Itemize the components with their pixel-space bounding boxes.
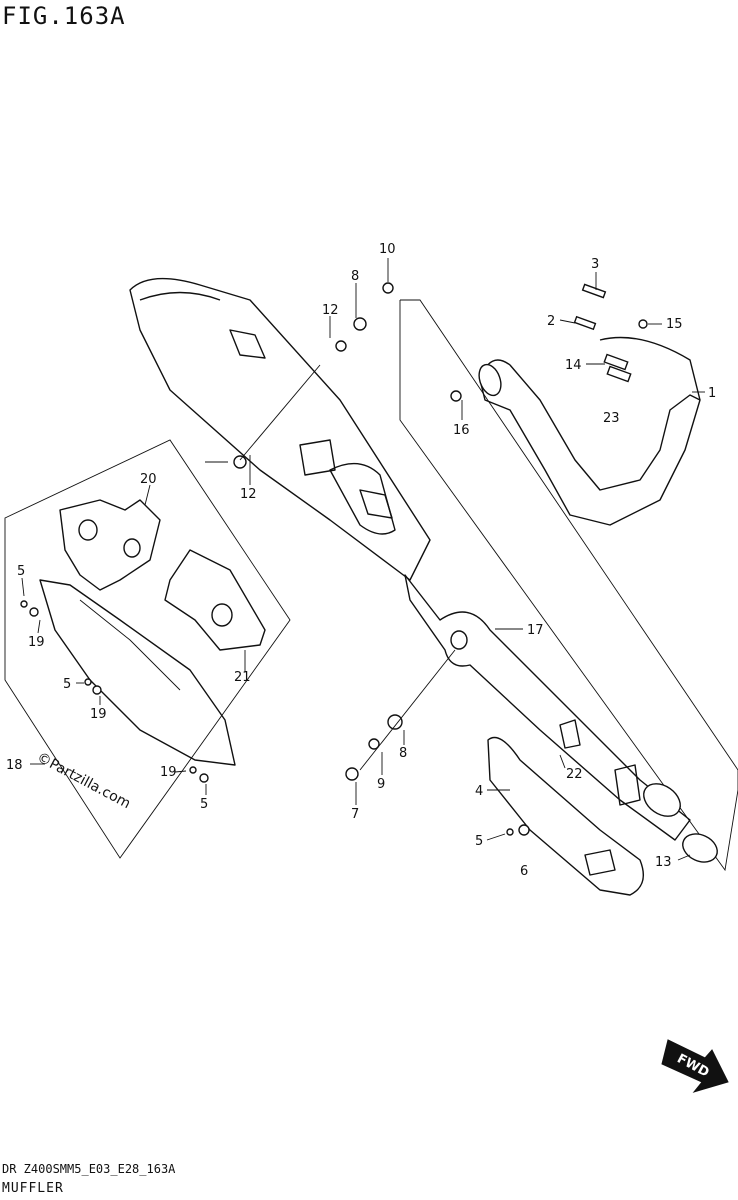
callout-4: 4 [475,784,483,799]
heat-shield-18 [39,579,236,766]
heat-shield-group-outline [4,439,291,859]
callout-19b: 19 [90,707,107,722]
callout-21: 21 [234,670,251,685]
callout-20: 20 [140,472,157,487]
callout-7: 7 [351,807,359,822]
callout-10: 10 [379,242,396,257]
callout-23: 23 [603,411,620,426]
end-cap-13 [682,833,718,863]
callout-16: 16 [453,423,470,438]
callout-5c: 5 [200,797,208,812]
footer-name: MUFFLER [2,1181,64,1196]
callout-5d: 5 [475,834,483,849]
fwd-arrow-icon: FWD [661,1039,729,1093]
header-group-outline [399,299,738,872]
callout-8b: 8 [399,746,407,761]
callout-8a: 8 [351,269,359,284]
callout-2: 2 [547,314,555,329]
heat-protector-4 [487,736,644,896]
callout-1: 1 [708,386,716,401]
callout-6: 6 [520,864,528,879]
footer-code: DR Z400SMM5_E03_E28_163A [2,1162,176,1176]
callout-9: 9 [377,777,385,792]
exhaust-header-pipe-1 [478,336,701,526]
leader-lines [21,258,705,861]
exhaust-pipe-17 [404,574,691,841]
callout-5b: 5 [63,677,71,692]
callout-5a: 5 [17,564,25,579]
callout-19a: 19 [28,635,45,650]
callout-12b: 12 [240,487,257,502]
callout-3: 3 [591,257,599,272]
callout-13: 13 [655,855,672,870]
callout-15: 15 [666,317,683,332]
figure-title: FIG.163A [2,2,126,30]
callout-18: 18 [6,758,23,773]
hardware [20,282,648,836]
callout-labels: 1 2 3 15 14 23 16 10 8 12 12 17 8 9 7 4 … [6,242,716,879]
heat-shield-21 [164,549,266,651]
callout-14: 14 [565,358,582,373]
muffler-body [129,277,431,581]
heat-shield-20 [59,499,161,591]
callout-19c: 19 [160,765,177,780]
callout-22: 22 [566,767,583,782]
callout-17: 17 [527,623,544,638]
callout-12a: 12 [322,303,339,318]
watermark: ©Partzilla.com [34,749,133,812]
